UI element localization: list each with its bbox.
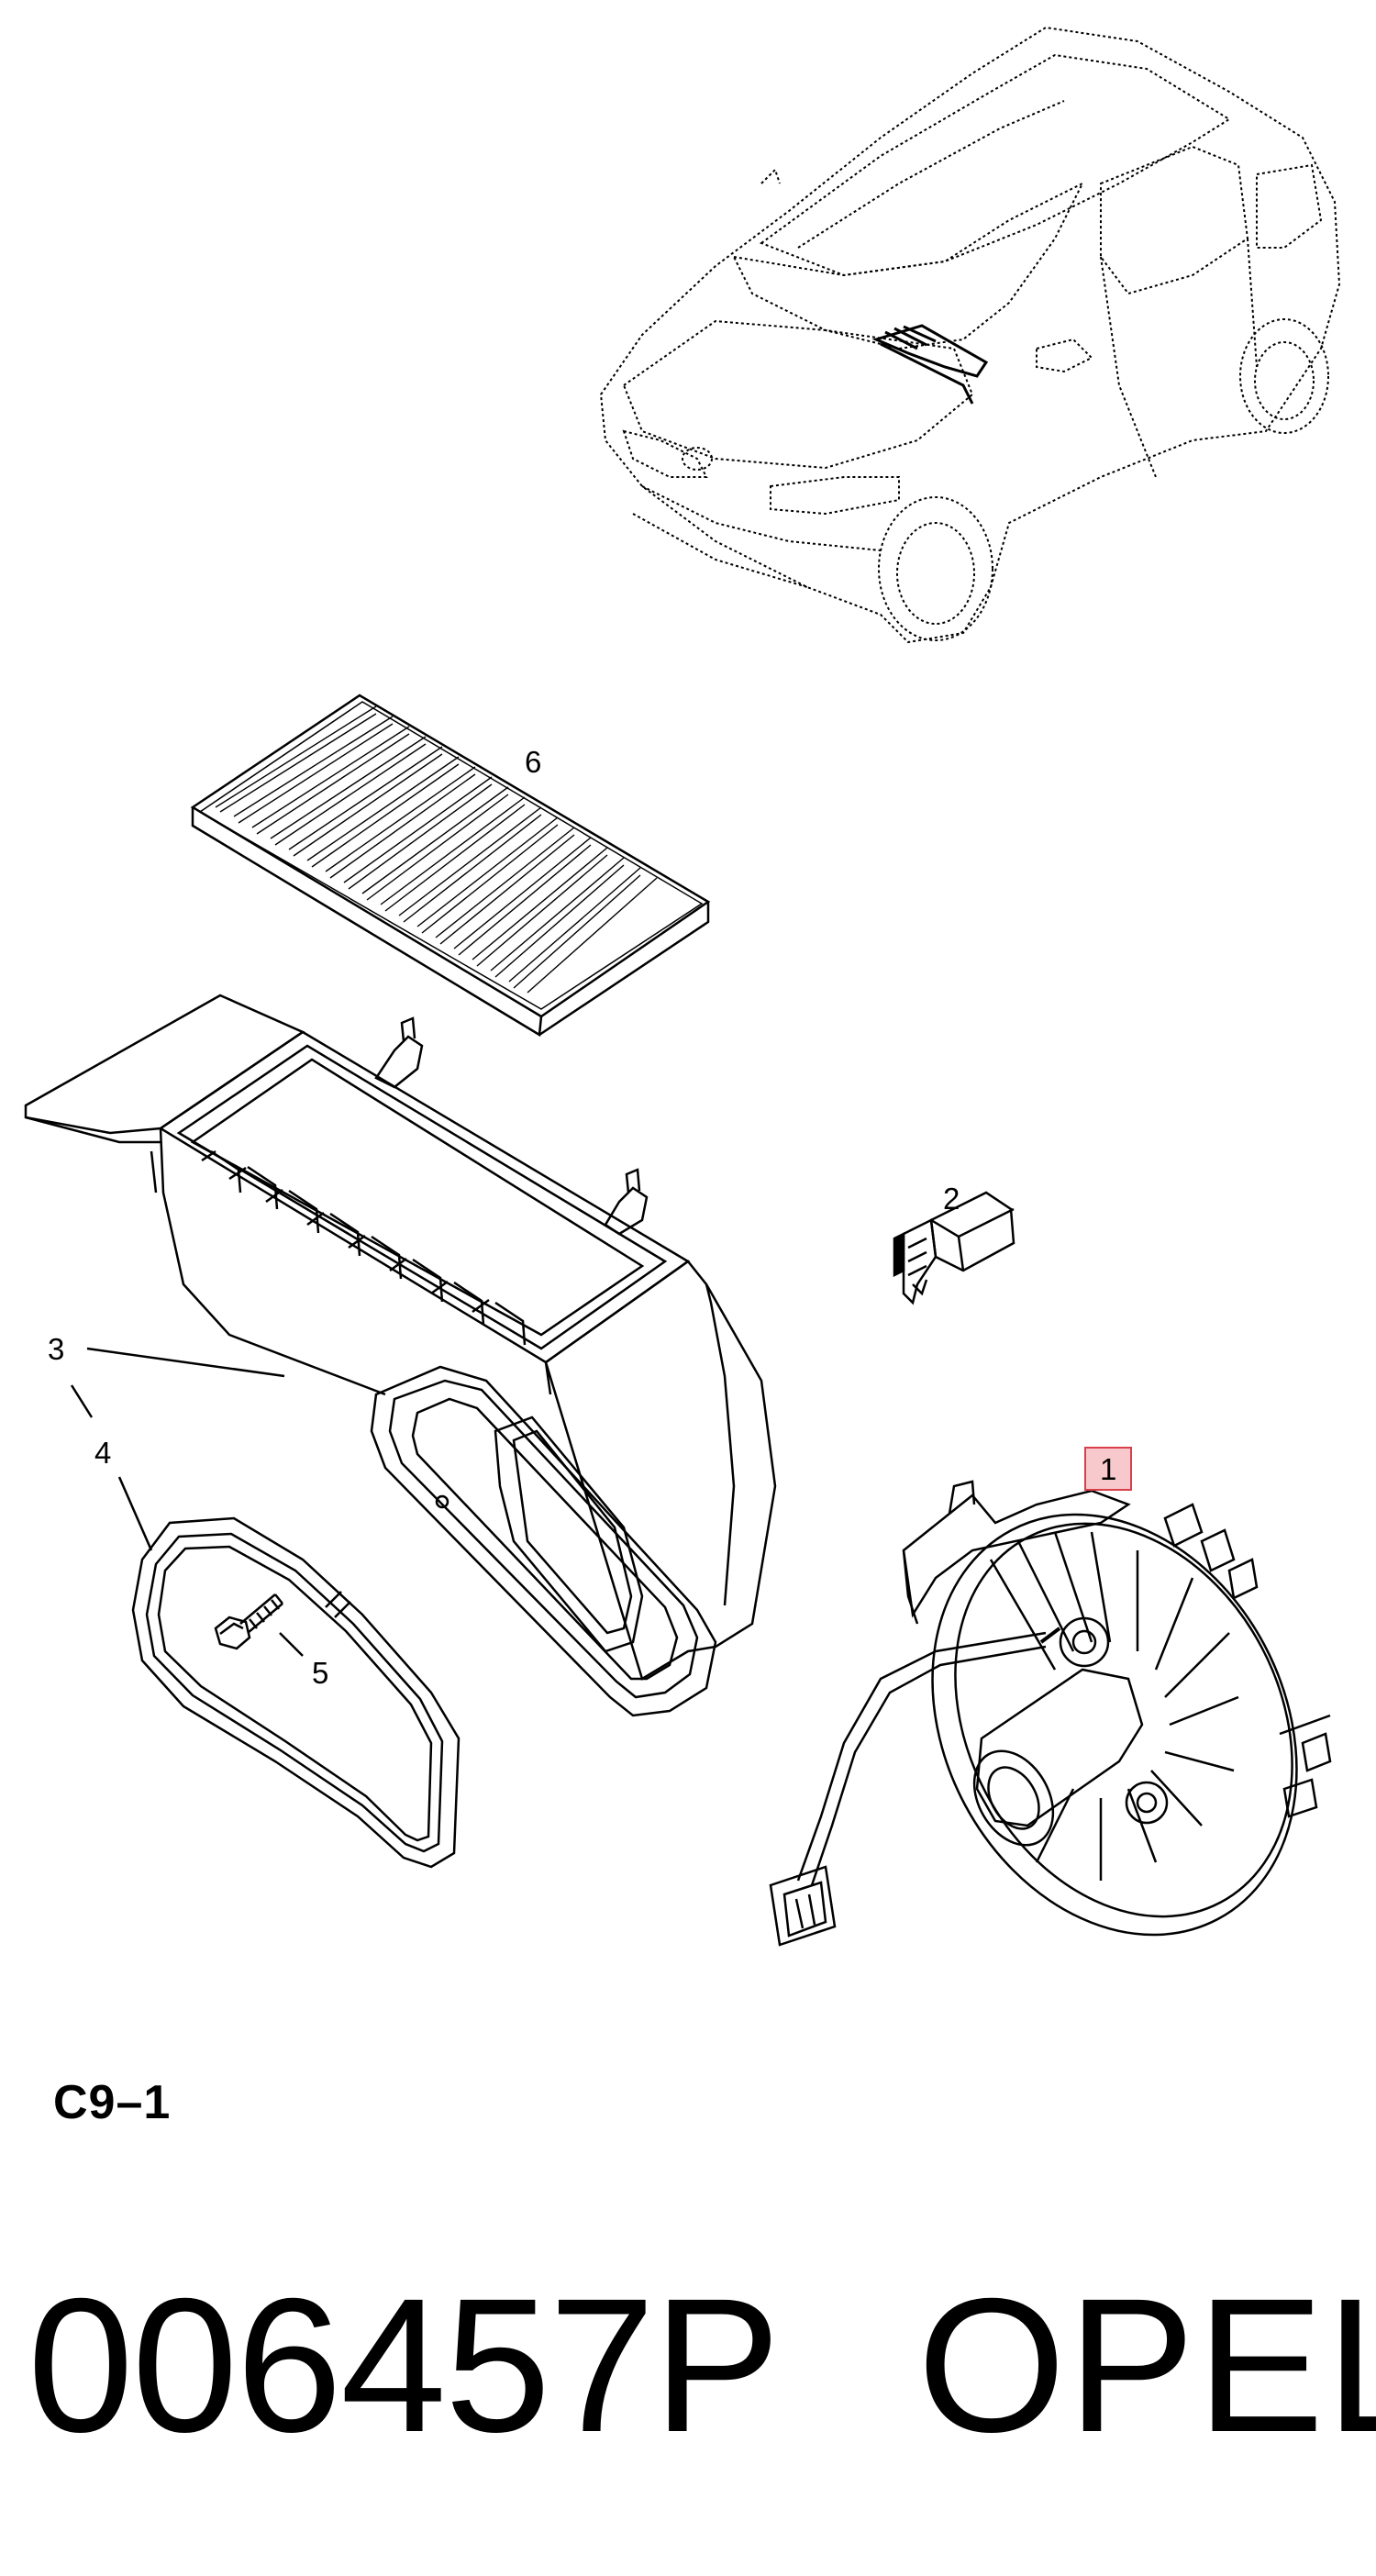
part-number: 006457P [28, 2260, 781, 2472]
blower-motor [769, 1480, 1332, 1947]
callout-2: 2 [943, 1182, 960, 1216]
leader-lines [70, 1347, 304, 1657]
car-outline [599, 26, 1341, 644]
leader-3 [86, 1347, 285, 1378]
screw [214, 1593, 283, 1650]
callout-6: 6 [525, 745, 541, 779]
callout-3: 3 [48, 1332, 64, 1366]
brand-label: OPEL [917, 2260, 1376, 2472]
blower-housing [24, 994, 777, 1717]
leader-4 [117, 1476, 153, 1551]
sheet-code: C9–1 [53, 2076, 172, 2129]
callout-1: 1 [1100, 1452, 1116, 1486]
leader-3-4 [70, 1384, 94, 1418]
callout-1-highlight [1084, 1447, 1132, 1491]
callout-4: 4 [94, 1436, 111, 1470]
resistor [893, 1191, 1015, 1305]
callout-5: 5 [312, 1656, 328, 1690]
cabin-filter [190, 694, 711, 1038]
car-blower-location [871, 324, 989, 405]
seal [131, 1516, 461, 1869]
leader-5 [279, 1632, 304, 1657]
